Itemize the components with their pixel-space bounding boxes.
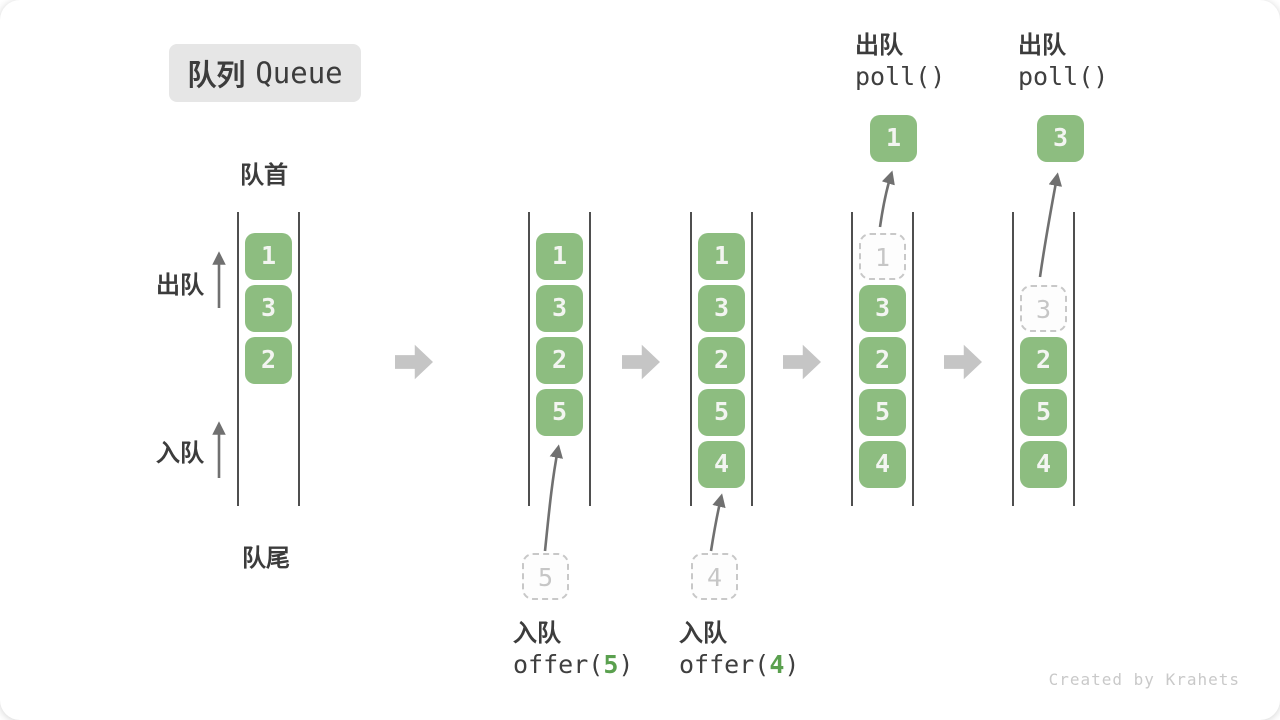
queue-element-box: 4 <box>1020 441 1067 488</box>
offer-code-post: ) <box>618 650 634 679</box>
dequeued-ghost-box: 3 <box>1020 285 1067 332</box>
incoming-ghost-box: 5 <box>522 553 569 600</box>
poll-action-text: 出队 <box>855 32 903 59</box>
poll-action-text: 出队 <box>1018 32 1066 59</box>
offer-code-pre: offer( <box>513 650 604 679</box>
queue-element-box: 2 <box>536 337 583 384</box>
offer-operation-label: 入队 offer(5) <box>513 613 633 687</box>
dequeued-ghost-box: 1 <box>859 233 906 280</box>
queue-element-box: 1 <box>245 233 292 280</box>
offer-operation-label: 入队 offer(4) <box>679 613 799 687</box>
step-arrow-icon <box>944 344 982 380</box>
queue-element-box: 3 <box>536 285 583 332</box>
title-zh: 队列 <box>187 60 246 92</box>
polled-element-box: 1 <box>870 115 917 162</box>
step-arrow-icon <box>622 344 660 380</box>
queue-element-box: 2 <box>698 337 745 384</box>
polled-element-box: 3 <box>1037 115 1084 162</box>
queue-element-box: 3 <box>245 285 292 332</box>
poll-code-text: poll() <box>855 62 946 91</box>
queue-element-box: 2 <box>1020 337 1067 384</box>
queue-element-box: 1 <box>698 233 745 280</box>
offer-action-text: 入队 <box>679 620 727 647</box>
offer-action-text: 入队 <box>513 620 561 647</box>
poll-code-text: poll() <box>1018 62 1109 91</box>
step-arrow-icon <box>395 344 433 380</box>
offer-code-text: offer(4) <box>679 650 799 687</box>
enqueue-side-label: 入队 <box>156 440 204 467</box>
poll-operation-label: 出队 poll() <box>855 25 945 99</box>
queue-state-5: 3 2 5 4 <box>1012 212 1075 506</box>
queue-element-box: 3 <box>698 285 745 332</box>
step-arrow-icon <box>783 344 821 380</box>
queue-element-box: 2 <box>859 337 906 384</box>
queue-element-box: 5 <box>698 389 745 436</box>
queue-element-box: 5 <box>1020 389 1067 436</box>
offer-code-arg: 4 <box>769 650 785 679</box>
title-badge: 队列 Queue <box>169 44 361 102</box>
offer-code-text: offer(5) <box>513 650 633 687</box>
queue-front-label: 队首 <box>240 162 288 189</box>
queue-state-4: 1 3 2 5 4 <box>851 212 914 506</box>
offer-code-post: ) <box>784 650 800 679</box>
queue-element-box: 5 <box>859 389 906 436</box>
queue-element-box: 4 <box>859 441 906 488</box>
offer-code-arg: 5 <box>603 650 619 679</box>
queue-state-3: 1 3 2 5 4 <box>690 212 753 506</box>
queue-state-1: 1 3 2 <box>237 212 300 506</box>
title-en: Queue <box>255 56 343 90</box>
incoming-ghost-box: 4 <box>691 553 738 600</box>
dequeue-side-label: 出队 <box>156 272 204 299</box>
queue-state-2: 1 3 2 5 <box>528 212 591 506</box>
poll-operation-label: 出队 poll() <box>1018 25 1108 99</box>
queue-element-box: 5 <box>536 389 583 436</box>
queue-element-box: 2 <box>245 337 292 384</box>
queue-element-box: 1 <box>536 233 583 280</box>
offer-code-pre: offer( <box>679 650 770 679</box>
watermark-credit: Created by Krahets <box>1048 670 1240 689</box>
queue-element-box: 4 <box>698 441 745 488</box>
queue-rear-label: 队尾 <box>242 545 290 572</box>
queue-element-box: 3 <box>859 285 906 332</box>
